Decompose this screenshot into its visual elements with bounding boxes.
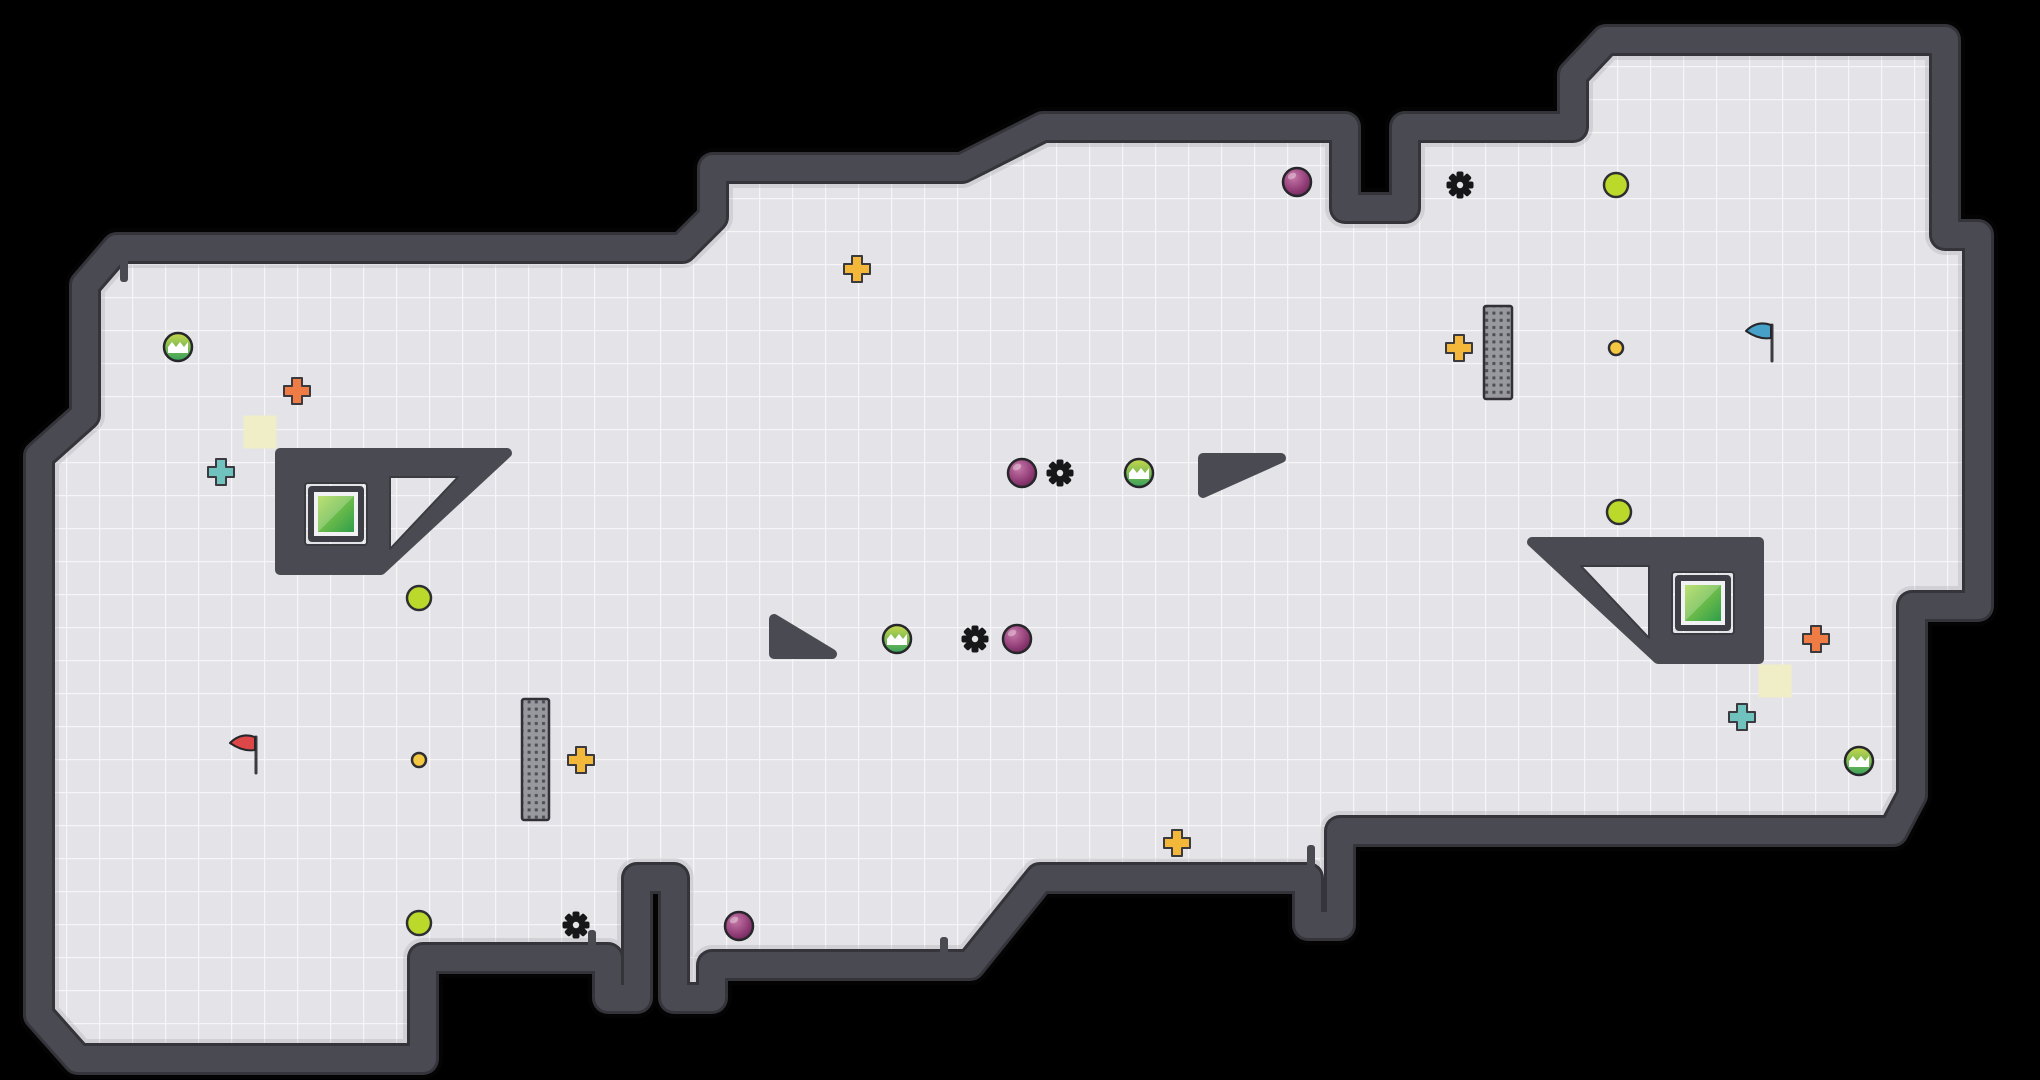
door-gate <box>520 697 551 822</box>
wall-peg <box>702 968 710 994</box>
wall-structure-wedge-mid <box>769 614 837 659</box>
sprite-portal <box>1675 575 1731 631</box>
floor-cutout-tri-hole-left <box>389 476 459 550</box>
sprite-cross-teal <box>1728 703 1756 731</box>
sprite-tile <box>243 415 277 449</box>
sprite-purple-orb <box>723 910 755 942</box>
sprite-portal <box>308 486 364 542</box>
level-layer <box>19 20 1998 1079</box>
sprite-saw <box>1446 171 1474 199</box>
sprite-saw <box>1046 459 1074 487</box>
sprite-purple-orb <box>1281 166 1313 198</box>
wall-peg <box>1307 845 1315 869</box>
floor-cutout-tri-hole-right <box>1580 565 1650 639</box>
wall-structure-wedge-top <box>1198 453 1286 498</box>
level-walls <box>26 27 1991 1072</box>
sprite-purple-orb <box>1006 457 1038 489</box>
sprite-cross-amber <box>1445 334 1473 362</box>
sprite-green-ball <box>405 584 433 612</box>
sprite-flag-red <box>229 734 258 775</box>
door-gate <box>1482 304 1514 401</box>
wall-peg <box>120 258 128 282</box>
sprite-saw <box>562 911 590 939</box>
sprite-cross-amber <box>567 746 595 774</box>
sprite-cross-orange <box>1802 625 1830 653</box>
sprite-flag-blue <box>1745 322 1774 363</box>
sprite-cross-orange <box>283 377 311 405</box>
objects-layer <box>162 166 1875 942</box>
sprite-coin <box>1607 339 1625 357</box>
sprite-cross-amber <box>1163 829 1191 857</box>
sprite-toothed-gem <box>162 331 194 363</box>
sprite-green-ball <box>1605 498 1633 526</box>
sprite-toothed-gem <box>881 623 913 655</box>
sprite-cross-teal <box>207 458 235 486</box>
sprite-saw <box>961 625 989 653</box>
sprite-toothed-gem <box>1843 745 1875 777</box>
sprite-cross-amber <box>843 255 871 283</box>
sprite-green-ball <box>405 909 433 937</box>
sprite-purple-orb <box>1001 623 1033 655</box>
sprite-toothed-gem <box>1123 457 1155 489</box>
sprite-coin <box>410 751 428 769</box>
wall-peg <box>940 937 948 963</box>
sprite-green-ball <box>1602 171 1630 199</box>
wall-peg <box>1409 136 1417 160</box>
sprite-tile <box>1758 664 1792 698</box>
wall-peg <box>588 930 596 956</box>
